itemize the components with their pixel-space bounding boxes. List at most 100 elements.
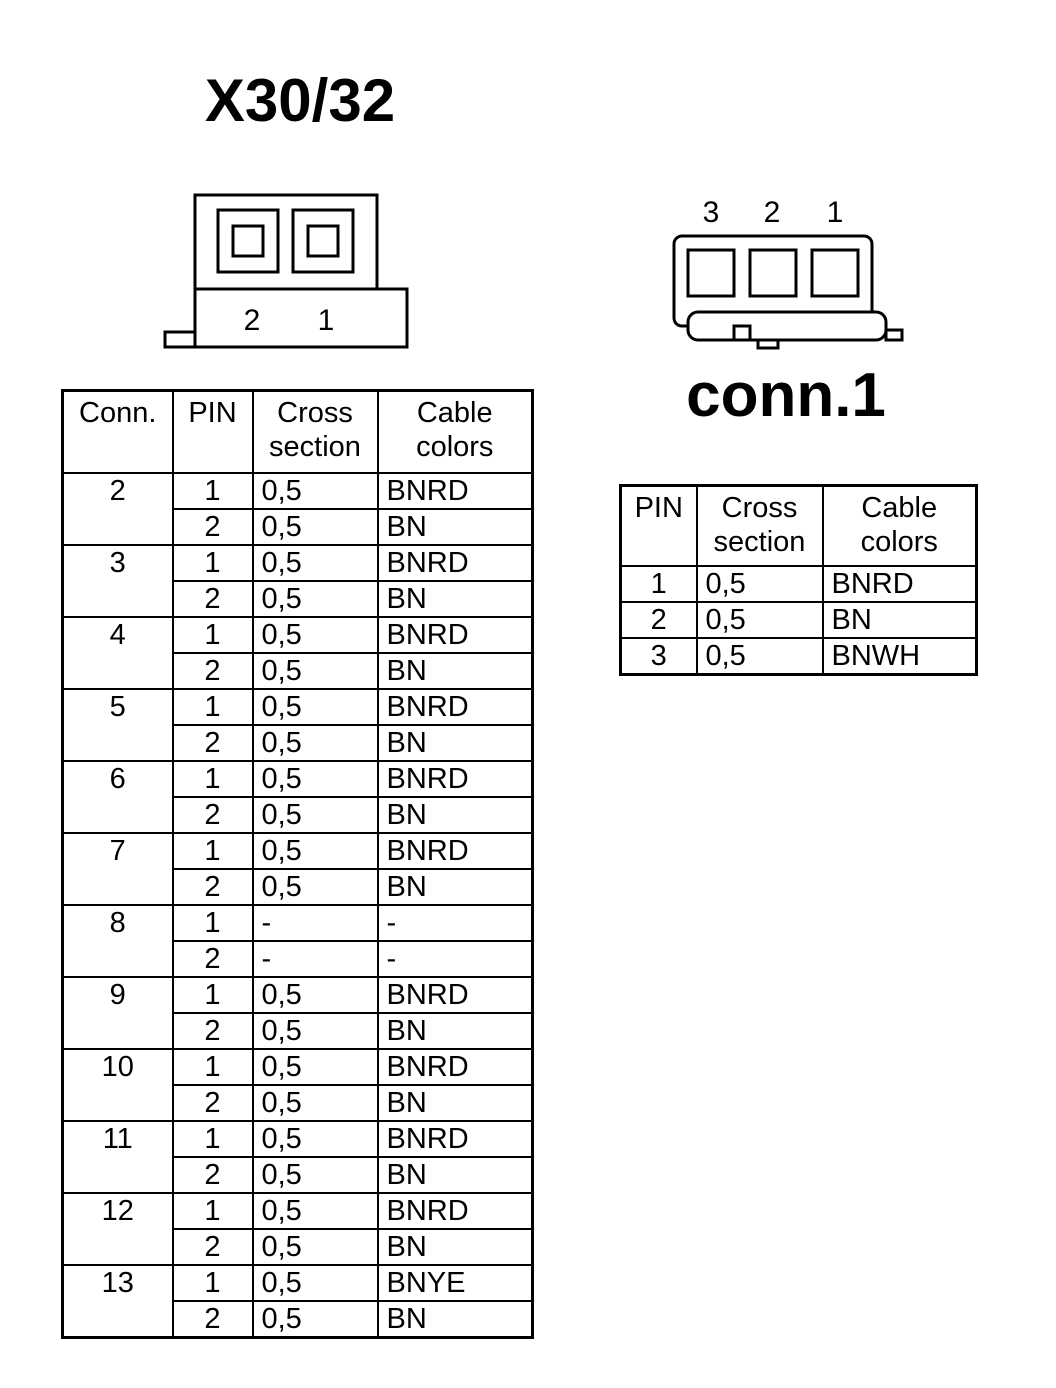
x30-connector-diagram: 2 1: [163, 193, 409, 349]
conn1-pin-label: 3: [703, 196, 720, 229]
conn-number: 13: [61, 1264, 174, 1339]
pin-number: 1: [171, 832, 254, 870]
pin-number: 2: [171, 1084, 254, 1122]
pin-number: 2: [171, 1156, 254, 1194]
pin-number: 2: [171, 796, 254, 834]
x30-pin-label: 2: [244, 304, 261, 337]
cable-color-value: BNRD: [376, 544, 534, 582]
conn-number: 8: [61, 904, 174, 978]
pin-number: 1: [171, 472, 254, 510]
cross-section-value: 0,5: [251, 508, 379, 546]
conn-number: 9: [61, 976, 174, 1050]
x30-title: X30/32: [204, 67, 396, 134]
cross-section-value: 0,5: [251, 976, 379, 1014]
cross-section-value: 0,5: [695, 637, 824, 676]
conn-number: 4: [61, 616, 174, 690]
conn-number: 10: [61, 1048, 174, 1122]
table-header-row: Conn. PIN Cross section Cable colors: [61, 389, 534, 474]
pin-number: 1: [171, 976, 254, 1014]
cross-section-value: 0,5: [251, 796, 379, 834]
cross-section-value: 0,5: [251, 1084, 379, 1122]
cross-section-value: 0,5: [251, 688, 379, 726]
cross-section-value: 0,5: [251, 760, 379, 798]
cable-color-value: BNRD: [376, 1192, 534, 1230]
cross-section-value: 0,5: [251, 1228, 379, 1266]
pin-number: 3: [619, 637, 698, 676]
pin-number: 2: [171, 1300, 254, 1339]
cross-section-value: -: [251, 904, 379, 942]
cross-section-value: 0,5: [251, 1192, 379, 1230]
table-header-row: PIN Cross section Cable colors: [619, 484, 978, 567]
cross-section-value: 0,5: [251, 832, 379, 870]
cable-color-value: BN: [376, 580, 534, 618]
cross-section-value: 0,5: [251, 616, 379, 654]
cable-color-value: BN: [376, 724, 534, 762]
cable-color-value: BNRD: [376, 976, 534, 1014]
x30-pin-label: 1: [318, 304, 335, 337]
cross-section-value: 0,5: [251, 580, 379, 618]
cable-color-value: BN: [376, 1228, 534, 1266]
pin-number: 1: [171, 760, 254, 798]
cross-section-value: 0,5: [251, 1120, 379, 1158]
cross-section-value: 0,5: [251, 724, 379, 762]
pin-number: 1: [619, 565, 698, 603]
cross-section-value: 0,5: [251, 1300, 379, 1339]
cable-color-value: BNRD: [376, 760, 534, 798]
cross-section-value: 0,5: [251, 544, 379, 582]
pin-number: 2: [171, 652, 254, 690]
header-cross-section: Cross section: [251, 389, 379, 474]
pin-number: 1: [171, 1120, 254, 1158]
conn1-pin-label: 1: [827, 196, 844, 229]
cable-color-value: BNRD: [821, 565, 978, 603]
conn-number: 6: [61, 760, 174, 834]
cable-color-value: BN: [821, 601, 978, 639]
cross-section-value: 0,5: [251, 472, 379, 510]
pin-number: 1: [171, 688, 254, 726]
cross-section-value: 0,5: [251, 1156, 379, 1194]
cable-color-value: BNRD: [376, 1120, 534, 1158]
pin-number: 2: [171, 1228, 254, 1266]
cross-section-value: 0,5: [251, 1264, 379, 1302]
cable-color-value: BNRD: [376, 1048, 534, 1086]
pin-number: 2: [171, 1012, 254, 1050]
cross-section-value: 0,5: [695, 601, 824, 639]
cable-color-value: BN: [376, 1012, 534, 1050]
conn1-pin-label: 2: [764, 196, 781, 229]
pin-number: 2: [171, 724, 254, 762]
cross-section-value: 0,5: [251, 1012, 379, 1050]
pin-number: 1: [171, 1048, 254, 1086]
cross-section-value: 0,5: [695, 565, 824, 603]
header-cable-colors: Cable colors: [376, 389, 534, 474]
pin-number: 1: [171, 616, 254, 654]
cross-section-value: 0,5: [251, 652, 379, 690]
pin-number: 2: [171, 940, 254, 978]
cable-color-value: BNRD: [376, 832, 534, 870]
header-cross-section: Cross section: [695, 484, 824, 567]
conn1-connector-diagram: 3 2 1: [672, 196, 904, 350]
cable-color-value: BNYE: [376, 1264, 534, 1302]
pin-number: 2: [171, 580, 254, 618]
cross-section-value: 0,5: [251, 1048, 379, 1086]
header-pin: PIN: [171, 389, 254, 474]
cable-color-value: BNRD: [376, 688, 534, 726]
header-conn: Conn.: [61, 389, 174, 474]
pin-number: 1: [171, 904, 254, 942]
pin-number: 1: [171, 1264, 254, 1302]
header-pin: PIN: [619, 484, 698, 567]
